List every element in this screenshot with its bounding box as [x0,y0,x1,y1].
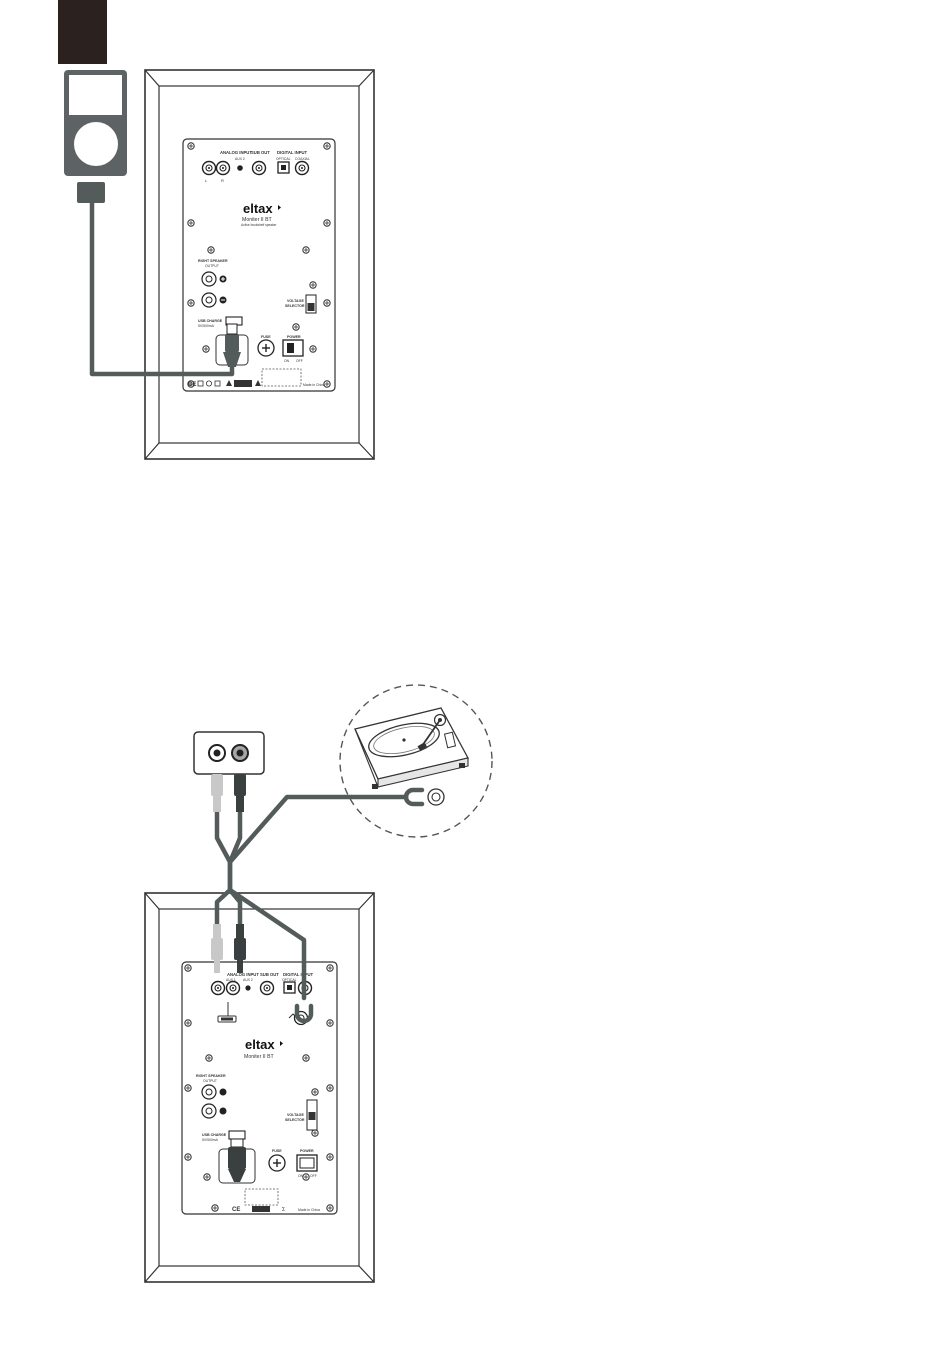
rca-socket-icon [193,731,265,775]
off-label: OFF [296,359,303,363]
usb-plug-bottom [228,1138,246,1182]
ground-fork-icon [294,787,425,1024]
speaker-terminal-negative [201,292,217,308]
brand-logo-bottom: eltax [245,1037,275,1052]
analog-input-label-bottom: ANALOG INPUT [227,972,259,977]
portable-player-icon [64,70,127,203]
on-label: ON [284,359,290,363]
svg-text:CE: CE [188,382,196,388]
optical-label: OPTICAL [276,157,291,161]
rca-plug-icon [211,774,246,812]
on-label-bottom: ON [298,1174,304,1178]
made-in-label-bottom: Made in China [298,1208,320,1212]
aux1-right-jack-bottom [225,980,241,996]
fuse-label-bottom: FUSE [272,1149,282,1153]
svg-text:Σ: Σ [282,1207,285,1213]
output-label-bottom: OUTPUT [203,1079,217,1083]
usb-rating-label-bottom: 5V/500mA [202,1138,219,1142]
power-label-bottom: POWER [300,1149,314,1153]
corner-tab [58,0,107,64]
sub-out-label-bottom: SUB OUT [260,972,279,977]
aux2-jack [237,165,243,171]
digital-input-label: DIGITAL INPUT [277,150,308,155]
right-speaker-label-bottom: RIGHT SPEAKER [196,1074,226,1078]
output-label: OUTPUT [205,264,219,268]
usb-charge-label-bottom: USB CHARGE [202,1133,227,1137]
right-speaker-label: RIGHT SPEAKER [198,259,228,263]
aux2-label: AUX 2 [235,157,245,161]
model-label-top: Moniter II BT [242,217,273,223]
selector-label-bottom: SELECTOR [285,1118,305,1122]
rca-cables [214,794,409,1001]
subtitle-label: Active bookshelf speaker [241,223,277,227]
model-label-bottom: Moniter II BT [244,1054,275,1060]
aux1-label-bottom: AUX 1 [226,978,236,982]
rear-panel-bottom: ANALOG INPUT AUX 1 AUX 2 SUB OUT DIGITAL… [181,961,338,1215]
rca-plug-speaker-side [211,924,246,973]
usb-plug-icon [223,323,241,367]
turntable-icon [339,684,493,838]
usb-charge-label: USB CHARGE [198,319,223,323]
aux2-label-bottom: AUX 2 [243,978,253,982]
brand-logo-top: eltax [243,201,273,216]
digital-input-label-bottom: DIGITAL INPUT [283,972,314,977]
speaker-terminal-positive [201,271,217,287]
voltage-label-bottom: VOLTAGE [287,1113,304,1117]
sub-out-label: SUB OUT [251,150,270,155]
made-in-label-top: Made in China [303,383,325,387]
aux1-left-jack [201,160,217,176]
coaxial-label: COAXIAL [295,157,310,161]
sub-out-jack [251,160,267,176]
analog-input-label: ANALOG INPUT [220,150,252,155]
coaxial-jack [294,160,310,176]
power-label: POWER [287,335,301,339]
svg-text:CE: CE [232,1207,240,1213]
fuse-label: FUSE [261,335,271,339]
off-label-bottom: OFF [310,1174,317,1178]
optical-label-bottom: OPTICAL [282,978,297,982]
sub-out-jack-bottom [259,980,275,996]
usb-rating-label: 5V/500mA [198,324,215,328]
selector-label: SELECTOR [285,304,305,308]
voltage-label: VOLTAGE [287,299,304,303]
aux1-right-jack [215,160,231,176]
aux1-left-jack-bottom [210,980,226,996]
left-channel-label: L [205,178,208,183]
right-channel-label: R [221,178,224,183]
rear-panel-top: ANALOG INPUT AUX 2 SUB OUT DIGITAL INPUT… [182,138,336,392]
